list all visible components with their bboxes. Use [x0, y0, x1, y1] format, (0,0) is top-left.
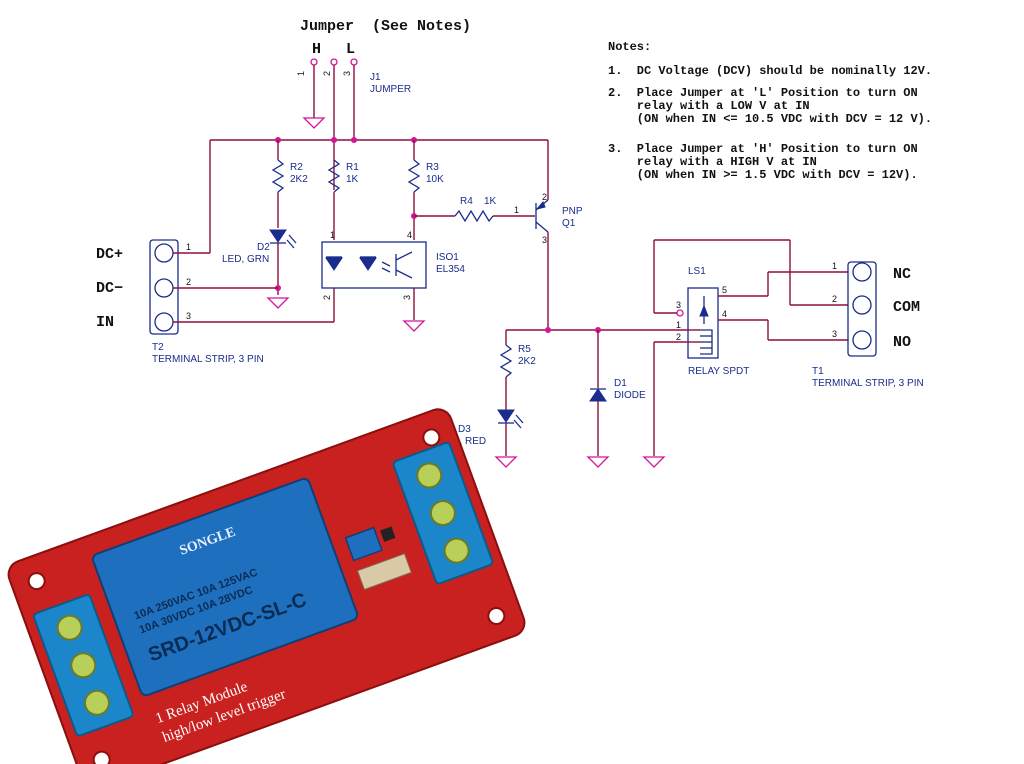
svg-text:2: 2 [322, 295, 332, 300]
label-dc-plus: DC+ [96, 246, 123, 263]
svg-text:3: 3 [832, 329, 837, 339]
svg-text:2K2: 2K2 [290, 174, 308, 185]
svg-text:1K: 1K [484, 196, 497, 207]
svg-text:Q1: Q1 [562, 218, 576, 229]
note-3-line-2: relay with a HIGH V at IN [608, 155, 817, 169]
svg-text:T2: T2 [152, 342, 164, 353]
note-3-line-1: 3. Place Jumper at 'H' Position to turn … [608, 142, 918, 156]
diode-d1: D1 DIODE [586, 330, 646, 468]
svg-text:TERMINAL STRIP, 3 PIN: TERMINAL STRIP, 3 PIN [152, 354, 264, 365]
led-d2: D2 LED, GRN [222, 229, 297, 295]
label-com: COM [893, 299, 920, 316]
svg-text:LED, GRN: LED, GRN [222, 254, 269, 265]
led-d3: D3 LED, RED [440, 409, 524, 468]
resistor-r4: R4 1K 1 [414, 196, 535, 223]
resistor-r5: R5 2K2 [499, 344, 536, 410]
svg-text:RELAY SPDT: RELAY SPDT [688, 366, 749, 377]
j1-designator: J1 [370, 72, 381, 83]
svg-text:1: 1 [330, 230, 335, 240]
svg-text:3: 3 [676, 300, 681, 310]
svg-text:3: 3 [186, 311, 191, 321]
svg-text:R5: R5 [518, 344, 531, 355]
optocoupler-iso1: 1 4 2 3 ISO1 EL354 [321, 230, 465, 332]
label-dc-minus: DC− [96, 280, 123, 297]
svg-text:2: 2 [832, 294, 837, 304]
label-nc: NC [893, 266, 911, 283]
svg-text:D1: D1 [614, 378, 627, 389]
note-1: 1. DC Voltage (DCV) should be nominally … [608, 64, 932, 78]
svg-text:10K: 10K [426, 174, 444, 185]
notes-heading: Notes: [608, 40, 651, 54]
transistor-q1: 2 3 PNP Q1 [535, 192, 583, 330]
svg-text:2: 2 [322, 71, 332, 76]
relay-ls1: 3 5 4 1 2 LS1 RELAY SPDT [642, 239, 848, 468]
jumper-title: Jumper (See Notes) [300, 18, 471, 35]
resistor-r1: R1 1K [327, 159, 359, 240]
svg-text:1K: 1K [346, 174, 359, 185]
svg-text:3: 3 [542, 235, 547, 245]
svg-text:3: 3 [342, 71, 352, 76]
jumper-l-label: L [346, 41, 355, 58]
svg-text:EL354: EL354 [436, 264, 465, 275]
svg-text:2: 2 [186, 277, 191, 287]
note-2-line-2: relay with a LOW V at IN [608, 99, 810, 113]
terminal-t2: 1 2 3 DC+ DC− IN T2 TERMINAL STRIP, 3 PI… [96, 239, 334, 365]
svg-text:TERMINAL STRIP, 3 PIN: TERMINAL STRIP, 3 PIN [812, 378, 924, 389]
svg-text:PNP: PNP [562, 206, 583, 217]
svg-text:1: 1 [186, 242, 191, 252]
svg-text:R4: R4 [460, 196, 473, 207]
svg-text:4: 4 [722, 309, 727, 319]
resistor-r3: R3 10K [407, 140, 444, 240]
svg-text:5: 5 [722, 285, 727, 295]
svg-text:2: 2 [676, 332, 681, 342]
svg-text:R3: R3 [426, 162, 439, 173]
note-3-line-3: (ON when IN >= 1.5 VDC with DCV = 12V). [608, 168, 918, 182]
relay-module-photo: SONGLE SRD-12VDC-SL-C 10A 250VAC 10A 125… [7, 408, 526, 764]
label-in: IN [96, 314, 114, 331]
svg-text:1: 1 [832, 261, 837, 271]
note-2-line-3: (ON when IN <= 10.5 VDC with DCV = 12 V)… [608, 112, 932, 126]
power-rail [209, 137, 549, 253]
svg-text:4: 4 [407, 230, 412, 240]
svg-text:LED, RED: LED, RED [440, 436, 486, 447]
resistor-r2: R2 2K2 [271, 140, 308, 228]
svg-text:ISO1: ISO1 [436, 252, 459, 263]
svg-text:3: 3 [402, 295, 412, 300]
svg-text:LS1: LS1 [688, 266, 706, 277]
terminal-t1: 1 2 3 NC COM NO T1 TERMINAL STRIP, 3 PIN [812, 261, 924, 389]
j1-value: JUMPER [370, 84, 411, 95]
svg-text:D2: D2 [257, 242, 270, 253]
svg-text:2: 2 [542, 192, 547, 202]
svg-text:R2: R2 [290, 162, 303, 173]
jumper-h-label: H [312, 41, 321, 58]
svg-text:R1: R1 [346, 162, 359, 173]
svg-text:2K2: 2K2 [518, 356, 536, 367]
svg-text:1: 1 [296, 71, 306, 76]
svg-text:1: 1 [676, 320, 681, 330]
svg-text:DIODE: DIODE [614, 390, 646, 401]
ground-symbol [266, 297, 290, 309]
coil-net [505, 327, 686, 345]
jumper-j1: 1 2 3 J1 JUMPER [296, 58, 411, 190]
svg-text:T1: T1 [812, 366, 824, 377]
label-no: NO [893, 334, 911, 351]
note-2-line-1: 2. Place Jumper at 'L' Position to turn … [608, 86, 918, 100]
svg-text:D3: D3 [458, 424, 471, 435]
svg-text:1: 1 [514, 205, 519, 215]
